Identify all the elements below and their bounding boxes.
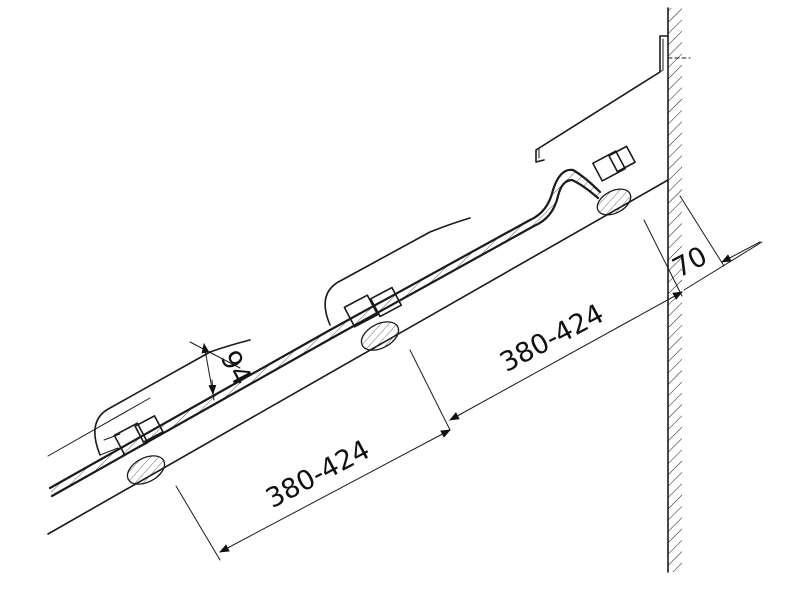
dimension-label-lower: 380-424 — [261, 434, 375, 514]
tile-nose-lower — [94, 339, 251, 456]
batten-upper — [596, 188, 632, 216]
tile-nose-middle — [324, 217, 471, 328]
dimension-lower-spacing: 380-424 — [175, 349, 451, 561]
roof-tile — [48, 168, 602, 498]
batten-middle — [360, 321, 400, 351]
dimension-label-upper: 380-424 — [495, 298, 609, 378]
batten-lower — [126, 455, 166, 485]
wall — [667, 7, 682, 573]
tile-nose-upper — [592, 145, 636, 182]
wall-flashing — [535, 35, 691, 163]
